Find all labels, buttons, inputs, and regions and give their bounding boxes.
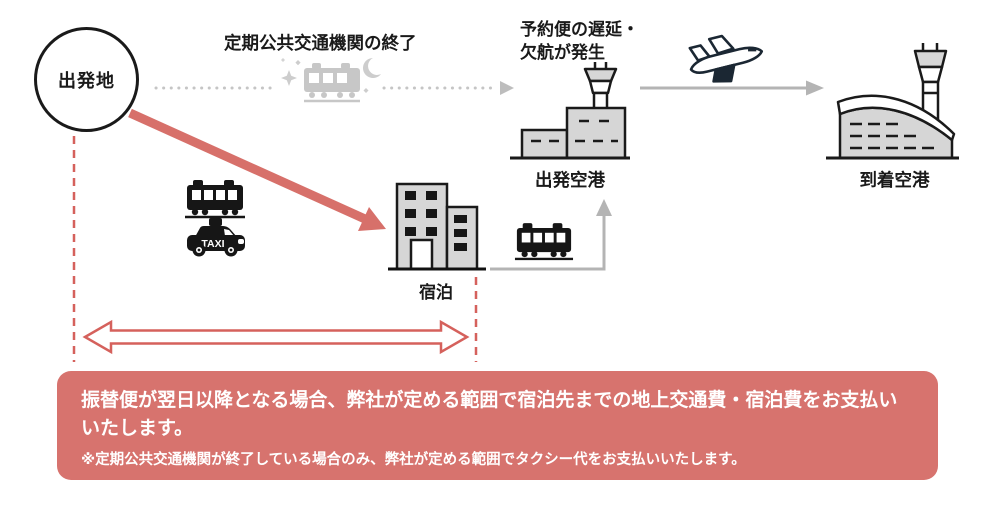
airplane-icon xyxy=(688,34,764,83)
compensation-banner: 振替便が翌日以降となる場合、弊社が定める範囲で宿泊先までの地上交通費・宿泊費をお… xyxy=(57,371,938,480)
train-wheel xyxy=(560,250,567,258)
flight-route-arrowhead xyxy=(806,80,824,96)
sparkle-icon xyxy=(363,88,369,93)
train-vent xyxy=(341,63,350,69)
train-window xyxy=(323,73,333,83)
banner-main-text: 振替便が翌日以降となる場合、弊社が定める範囲で宿泊先までの地上交通費・宿泊費をお… xyxy=(81,390,898,439)
departure-airport-label: 出発空港 xyxy=(535,170,605,190)
transit-end-label: 定期公共交通機関の終了 xyxy=(224,33,417,53)
departure-airport-icon xyxy=(510,62,630,160)
train-window xyxy=(521,232,531,243)
tower-cap xyxy=(583,67,618,83)
departure-to-lodging-line xyxy=(128,108,367,224)
train-wheel xyxy=(550,250,557,258)
flight-disruption-label: 予約便の遅延・ 欠航が発生 xyxy=(520,20,639,63)
departure-label: 出発地 xyxy=(58,70,115,91)
taxi-wheel-center xyxy=(229,248,233,252)
moon-icon xyxy=(363,58,381,78)
train-wheel xyxy=(531,250,538,258)
building-door xyxy=(409,238,434,271)
train-wheel xyxy=(321,92,327,98)
train-wheel xyxy=(337,92,343,98)
tower-cap xyxy=(913,49,948,69)
tower-column xyxy=(592,91,609,111)
sparkle-icon xyxy=(281,58,285,62)
train-vent xyxy=(312,63,321,69)
sparkle-icon xyxy=(295,60,301,66)
taxi-front-light xyxy=(238,239,244,244)
train-wheel xyxy=(521,250,528,258)
train-window xyxy=(192,190,201,200)
train-wheel xyxy=(201,208,209,216)
lodging-building-icon xyxy=(388,182,486,271)
train-wheel xyxy=(231,208,239,216)
plane-near-wing xyxy=(712,63,736,83)
train-wheel xyxy=(349,92,355,98)
building-windows xyxy=(405,191,467,251)
night-train-icon xyxy=(281,58,381,103)
banner-note-text: ※定期公共交通機関が終了している場合のみ、弊社が定める範囲でタクシー代をお支払い… xyxy=(81,452,746,468)
train-window xyxy=(337,73,347,83)
plane-fuselage xyxy=(689,46,764,75)
train-icon xyxy=(185,180,245,219)
terminal-windows xyxy=(850,122,934,150)
train-window xyxy=(544,232,554,243)
train-wheel xyxy=(221,208,229,216)
taxi-sign-text: TAXI xyxy=(201,238,224,250)
train-wheel xyxy=(309,92,315,98)
plane-far-wing xyxy=(707,34,735,55)
plane-nose-line xyxy=(748,48,757,52)
tower-neck xyxy=(917,65,944,84)
train-window xyxy=(228,190,237,200)
terminal-windows xyxy=(531,119,618,143)
sparkle-icon xyxy=(281,70,297,86)
departure-node: 出発地 xyxy=(34,27,139,132)
train-window xyxy=(204,190,213,200)
night-route-arrowhead xyxy=(500,81,514,95)
train-window xyxy=(556,232,566,243)
taxi-windshield xyxy=(224,229,234,236)
arrival-airport-icon xyxy=(826,43,959,160)
taxi-icon: TAXI xyxy=(187,218,245,257)
train-window xyxy=(216,190,225,200)
ground-transport-range-arrow xyxy=(82,319,470,355)
taxi-wheel-center xyxy=(197,248,201,252)
train-window xyxy=(309,73,319,83)
lodging-to-airport-line xyxy=(490,214,606,271)
lodging-to-airport-arrowhead xyxy=(596,199,612,216)
arrival-airport-label: 到着空港 xyxy=(859,170,930,190)
departure-to-lodging-arrowhead xyxy=(358,207,386,231)
tower-neck xyxy=(588,79,613,95)
terminal-low xyxy=(520,128,569,160)
taxi-roof-sign xyxy=(209,218,222,226)
train-icon xyxy=(514,223,574,261)
lodging-label: 宿泊 xyxy=(419,283,453,302)
train-window xyxy=(533,232,543,243)
terminal-roof-band xyxy=(836,94,956,142)
train-wheel xyxy=(191,208,199,216)
terminal-high xyxy=(565,106,627,160)
